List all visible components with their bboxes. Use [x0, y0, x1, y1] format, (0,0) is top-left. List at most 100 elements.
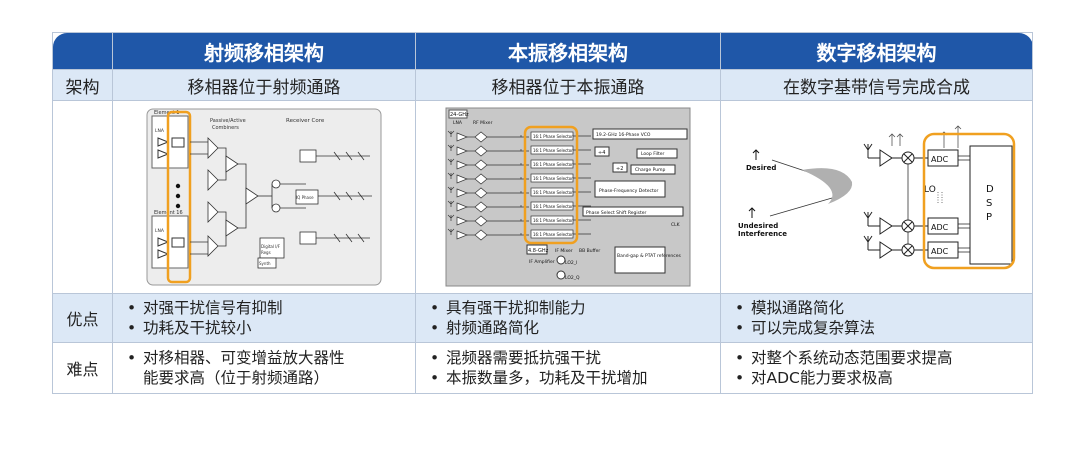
lo-wire: [487, 233, 529, 236]
lo-wire: [487, 135, 529, 138]
cons-digital-cell: 对整个系统动态范围要求提高 对ADC能力要求极高: [720, 342, 1033, 394]
list-item: 可以完成复杂算法: [735, 318, 1032, 338]
synth-label: Synth: [259, 261, 271, 266]
ellipsis-dot-2: [175, 193, 181, 199]
clk-label: CLK: [671, 222, 681, 228]
shift-register-block: [582, 206, 684, 217]
ellipsis-dot-1: [175, 183, 181, 189]
vco-block: [592, 128, 688, 140]
lo-wire: [487, 149, 529, 152]
pfd-label: Phase-Frequency Detector: [599, 188, 658, 194]
desired-arrow-icon: [752, 149, 759, 160]
digital-phase-shift-diagram: Desired Undesired Interference: [738, 125, 1015, 270]
lna-bottom-icon-2: [157, 249, 170, 259]
undesired-label: Undesired: [738, 222, 778, 230]
undesired-arrow-icon: [748, 207, 755, 218]
combiners-title-1: Passive/Active: [210, 118, 246, 124]
list-item: 混频器需要抵抗强干扰: [430, 348, 720, 368]
phase-shifter-bottom: [171, 237, 185, 248]
phase-selector-label: 16:1 Phase Selector: [533, 232, 573, 237]
adc-mid-label: ADC: [931, 223, 949, 232]
undesired-ray: [769, 197, 832, 217]
list-item: 对ADC能力要求极高: [735, 368, 1032, 388]
lna-label-bottom: LNA: [155, 228, 165, 234]
lna-icon: [456, 188, 468, 198]
lna-label: LNA: [453, 120, 463, 126]
lo-wire: [487, 163, 529, 166]
architecture-row: 架构 移相器位于射频通路 移相器位于本振通路 在数字基带信号完成合成: [52, 69, 1033, 101]
cons-row: 难点 对移相器、可变增益放大器性 能要求高（位于射频通路） 混频器需要抵抗强干扰…: [52, 342, 1033, 394]
lna-icon: [456, 202, 468, 212]
lna-label-top: LNA: [155, 128, 165, 134]
pros-digital-cell: 模拟通路简化 可以完成复杂算法: [720, 293, 1033, 343]
antenna-chain-bottom: [863, 235, 958, 259]
comparison-table: 射频移相架构 本振移相架构 数字移相架构 架构 移相器位于射频通路 移相器位于本…: [52, 32, 1033, 394]
digital-highlight: [922, 132, 1015, 270]
list-item: 对强干扰信号有抑制: [127, 298, 415, 318]
phase-selector-label: 16:1 Phase Selector: [533, 148, 573, 153]
if-freq-tag: [526, 244, 548, 255]
lna-icon: [456, 132, 468, 142]
diagram-row-label: [52, 100, 113, 294]
lna-icon: [456, 160, 468, 170]
if-mixer-i: [556, 255, 566, 265]
cons-lo-list: 混频器需要抵抗强干扰 本振数量多，功耗及干扰增加: [416, 348, 720, 388]
header-row: 射频移相架构 本振移相架构 数字移相架构: [52, 32, 1033, 70]
lna-bottom-icon: [157, 237, 170, 247]
lna-icon: [456, 174, 468, 184]
lna-top-icon: [157, 137, 170, 147]
div2-label: ÷2: [616, 166, 623, 172]
receiver-core-title: Receiver Core: [286, 118, 325, 124]
ellipsis-dot-3: [175, 203, 181, 209]
interference-label: Interference: [738, 230, 787, 238]
header-lo-phase-shift: 本振移相架构: [415, 32, 721, 70]
dsp-letter-d: D: [986, 184, 994, 195]
phase-shifter-highlight: [166, 110, 192, 284]
list-item-continuation: 能要求高（位于射频通路）: [143, 369, 330, 387]
antenna-icon: [447, 228, 455, 235]
list-item: 本振数量多，功耗及干扰增加: [430, 368, 720, 388]
list-item: 对移相器、可变增益放大器性: [127, 348, 415, 368]
lna-icon: [456, 146, 468, 156]
rf-phase-shift-diagram: Element 1 Element 16 LNA LNA Passive/Act…: [146, 108, 382, 286]
antenna-chain-top: [863, 143, 958, 167]
antenna-icon: [447, 144, 455, 151]
if-mixer-label: IF Mixer: [555, 248, 573, 254]
pros-digital-list: 模拟通路简化 可以完成复杂算法: [721, 298, 1032, 338]
adc-bottom-label: ADC: [931, 247, 949, 256]
phase-selector-label: 16:1 Phase Selector: [533, 190, 573, 195]
arch-lo-text: 移相器位于本振通路: [415, 69, 721, 101]
header-corner: [52, 32, 113, 70]
bandgap-label: Band-gap & PTAT references: [617, 253, 682, 259]
dotted-lines: [937, 192, 942, 204]
adc-to-dsp-bus: [957, 155, 970, 253]
row-label-cons: 难点: [52, 342, 113, 394]
pros-rf-cell: 对强干扰信号有抑制 功耗及干扰较小: [112, 293, 416, 343]
pros-lo-list: 具有强干扰抑制能力 射频通路简化: [416, 298, 720, 338]
list-item: 对整个系统动态范围要求提高: [735, 348, 1032, 368]
shift-register-label: Phase Select Shift Register: [586, 210, 647, 216]
cons-rf-list: 对移相器、可变增益放大器性 能要求高（位于射频通路）: [113, 348, 415, 388]
signal-arrows-icon: [888, 125, 961, 148]
lo-phase-shift-diagram: 24-GHz LNA RF Mixer 16:1 Phase Selector1…: [445, 107, 691, 287]
antenna-icon: [447, 130, 455, 137]
lo-wire: [487, 191, 529, 194]
div2-block: [612, 162, 628, 173]
bandgap-block: [614, 246, 666, 274]
dsp-letter-s: S: [986, 198, 992, 209]
arch-rf-text: 移相器位于射频通路: [112, 69, 416, 101]
lo-label: LO: [924, 185, 936, 195]
dsp-letter-p: P: [986, 212, 992, 223]
digital-if-label: Digital I/F: [261, 244, 281, 249]
charge-pump-block: [630, 164, 676, 175]
lna-icon: [456, 230, 468, 240]
iq-phase-label: IQ Phase: [296, 195, 314, 200]
diagram-row: Element 1 Element 16 LNA LNA Passive/Act…: [52, 100, 1033, 294]
lo-channel-rows: [447, 130, 529, 241]
phase-selector-label: 16:1 Phase Selector: [533, 218, 573, 223]
list-item: 具有强干扰抑制能力: [430, 298, 720, 318]
phase-selector-label: 16:1 Phase Selector: [533, 134, 573, 139]
loop-filter-block: [636, 148, 678, 159]
dsp-block: [969, 145, 1012, 265]
